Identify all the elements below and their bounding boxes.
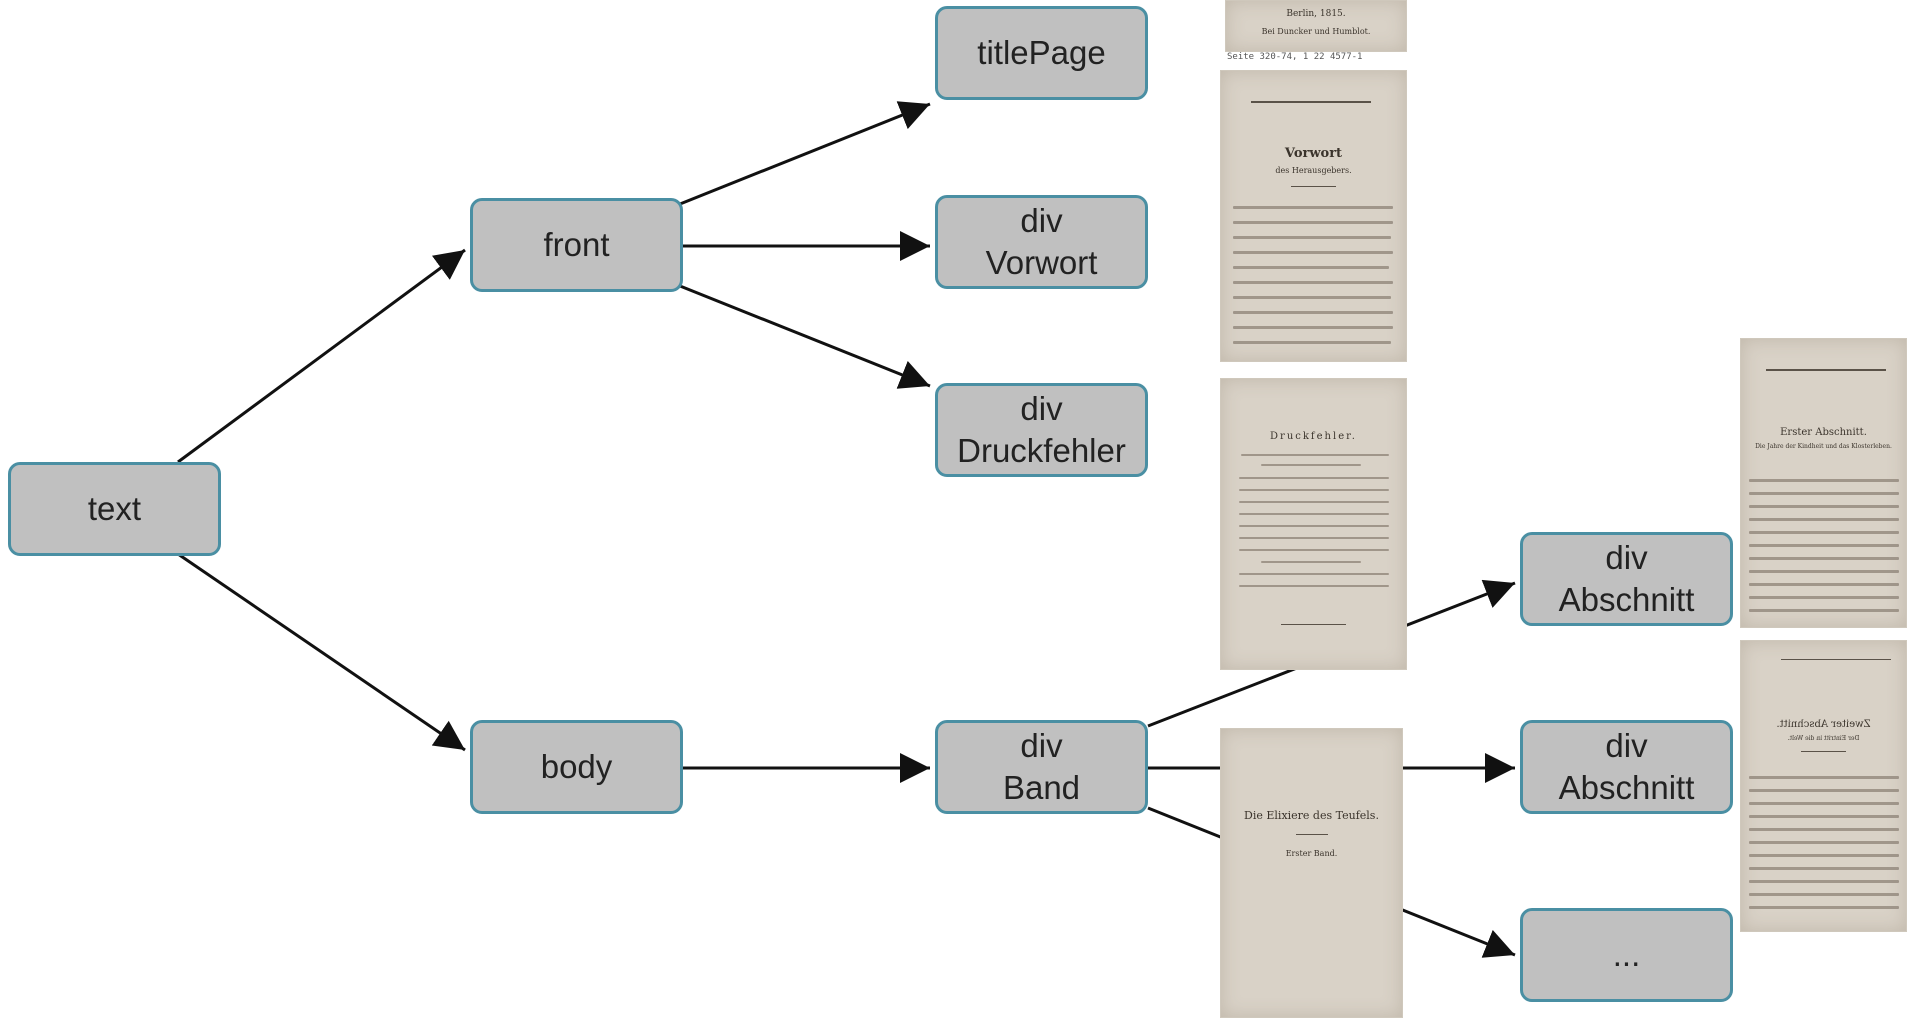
node-label-line2: Abschnitt (1558, 769, 1695, 806)
scan-text: Zweiter Abschnitt. (1776, 719, 1871, 730)
node-div-band[interactable]: div Band (935, 720, 1148, 814)
node-label: front (543, 226, 610, 263)
node-label-line2: Druckfehler (957, 432, 1126, 469)
node-label-line1: div (1020, 727, 1063, 764)
node-div-vorwort[interactable]: div Vorwort (935, 195, 1148, 289)
node-label-line1: div (1605, 727, 1648, 764)
scan-text: Vorwort (1284, 146, 1343, 161)
scan-druckfehler: Druckfehler. (1220, 378, 1407, 670)
node-titlepage[interactable]: titlePage (935, 6, 1148, 100)
scan-text: Der Eintritt in die Welt. (1787, 735, 1860, 742)
edge-front-titlepage (679, 101, 931, 206)
scan-text: Die Jahre der Kindheit und das Klosterle… (1755, 443, 1892, 450)
node-label: body (540, 748, 613, 785)
node-label-line2: Band (1002, 769, 1081, 806)
node-label: text (87, 490, 142, 527)
node-body[interactable]: body (470, 720, 683, 814)
node-label-line2: Vorwort (985, 244, 1098, 281)
scan-vorwort: Vorwort des Herausgebers. (1220, 70, 1407, 362)
node-label-line1: div (1020, 390, 1063, 427)
scan-text: Druckfehler. (1270, 431, 1357, 442)
scan-band: Die Elixiere des Teufels. Erster Band. (1220, 728, 1403, 1018)
scan-text: Berlin, 1815. (1286, 9, 1346, 19)
scan-caption: Seite 320-74, 1 22 4577-1 (1227, 52, 1363, 62)
edge-front-druckfehler (679, 284, 931, 389)
edge-text-body (177, 552, 466, 752)
node-div-abschnitt-1[interactable]: div Abschnitt (1520, 532, 1733, 626)
node-label-line1: div (1605, 539, 1648, 576)
node-label-line1: div (1020, 202, 1063, 239)
node-div-abschnitt-2[interactable]: div Abschnitt (1520, 720, 1733, 814)
scan-text: Erster Abschnitt. (1780, 427, 1867, 438)
node-label: ... (1612, 936, 1641, 973)
node-front[interactable]: front (470, 198, 683, 292)
node-text[interactable]: text (8, 462, 221, 556)
scan-abschnitt-1: Erster Abschnitt. Die Jahre der Kindheit… (1740, 338, 1907, 628)
node-label-line2: Abschnitt (1558, 581, 1695, 618)
scan-abschnitt-2: Zweiter Abschnitt. Der Eintritt in die W… (1740, 640, 1907, 932)
node-div-druckfehler[interactable]: div Druckfehler (935, 383, 1148, 477)
scan-text: Die Elixiere des Teufels. (1244, 809, 1379, 822)
scan-text: Erster Band. (1285, 849, 1338, 858)
node-label: titlePage (977, 34, 1106, 71)
scan-titlepage: Berlin, 1815. Bei Duncker und Humblot. (1225, 0, 1407, 52)
scan-text: Bei Duncker und Humblot. (1261, 27, 1371, 36)
scan-text: des Herausgebers. (1275, 166, 1352, 175)
edge-text-front (177, 248, 466, 464)
node-ellipsis[interactable]: ... (1520, 908, 1733, 1002)
